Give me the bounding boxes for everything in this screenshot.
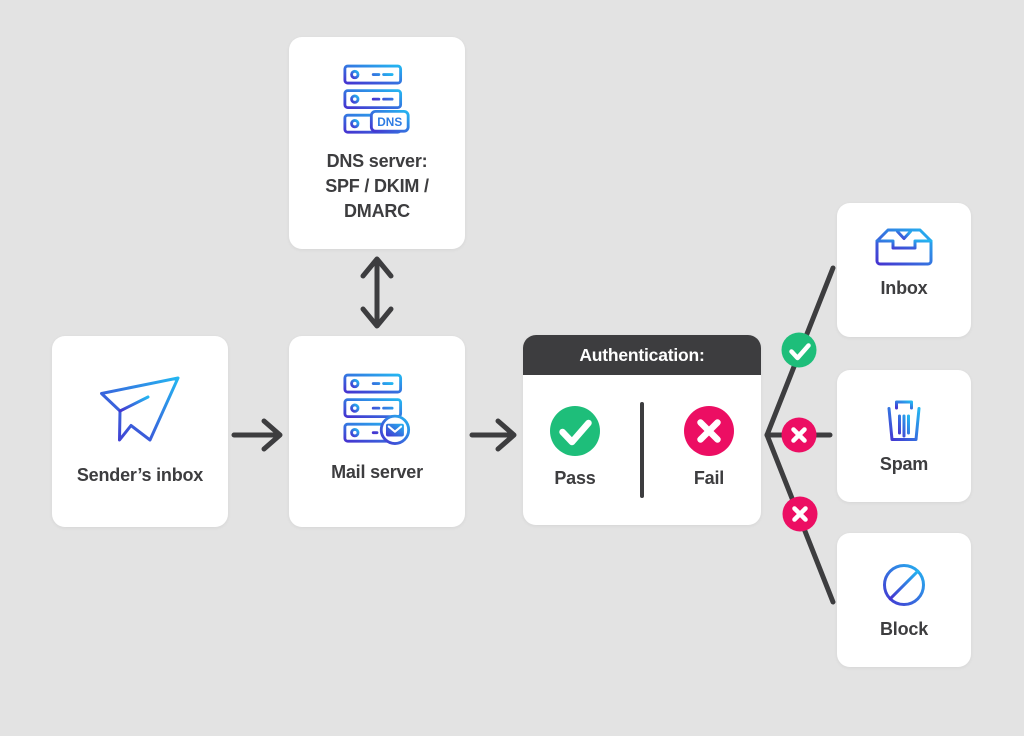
pass-badge-circle <box>781 332 817 368</box>
pass-label: Pass <box>554 468 596 488</box>
dns-server-icon: DNS <box>343 64 410 134</box>
inbox-tray-icon <box>875 217 933 266</box>
double-arrow-dns-to-mail <box>360 256 394 329</box>
block-card: Block <box>837 533 971 667</box>
inbox-card: Inbox <box>837 203 971 337</box>
trash-icon <box>883 400 925 441</box>
branch-line-pass-to-inbox <box>764 265 836 438</box>
envelope-badge <box>379 414 411 445</box>
pass-badge <box>781 332 817 368</box>
dns-badge-label: DNS <box>377 115 402 129</box>
x-icon <box>791 427 807 443</box>
spam-card: Spam <box>837 370 971 502</box>
mail-server-label: Mail server <box>331 462 423 482</box>
fail-badge-block <box>782 496 818 532</box>
auth-pass-result: Pass <box>549 405 601 491</box>
spam-label: Spam <box>879 454 929 474</box>
sender-inbox-card: Sender’s inbox <box>52 336 228 527</box>
authentication-card: Authentication: Pass Fail <box>523 335 761 525</box>
mail-server-card: Mail server <box>289 336 465 527</box>
fail-badge-circle <box>782 496 818 532</box>
dns-badge: DNS <box>369 109 410 133</box>
fail-badge-spam <box>781 417 817 453</box>
x-circle-icon <box>684 406 734 456</box>
pass-fail-divider <box>639 402 645 498</box>
fail-badge-circle <box>781 417 817 453</box>
branch-line-fail-to-block <box>764 432 836 605</box>
dns-server-label: DNS server: SPF / DKIM / DMARC <box>325 149 429 224</box>
dns-label-line-2: SPF / DKIM / <box>325 176 429 196</box>
auth-fail-result: Fail <box>683 405 735 491</box>
paper-plane-icon <box>100 376 180 442</box>
authentication-header: Authentication: <box>523 335 761 375</box>
block-label: Block <box>879 619 929 639</box>
check-icon <box>789 343 811 361</box>
x-icon <box>792 506 808 522</box>
dns-label-line-1: DNS server: <box>326 151 428 171</box>
dns-label-line-3: DMARC <box>343 201 410 221</box>
arrow-mail-to-auth <box>469 418 517 452</box>
authentication-body: Pass Fail <box>523 375 761 498</box>
inbox-label: Inbox <box>880 278 928 298</box>
dns-server-card: DNS DNS server: SPF / DKIM / DMARC <box>289 37 465 249</box>
fail-label: Fail <box>693 468 725 488</box>
arrow-sender-to-mail <box>231 418 283 452</box>
block-slash-icon <box>883 564 925 606</box>
mail-server-icon <box>343 373 411 445</box>
sender-inbox-label: Sender’s inbox <box>76 465 204 485</box>
check-circle-icon <box>550 406 600 456</box>
